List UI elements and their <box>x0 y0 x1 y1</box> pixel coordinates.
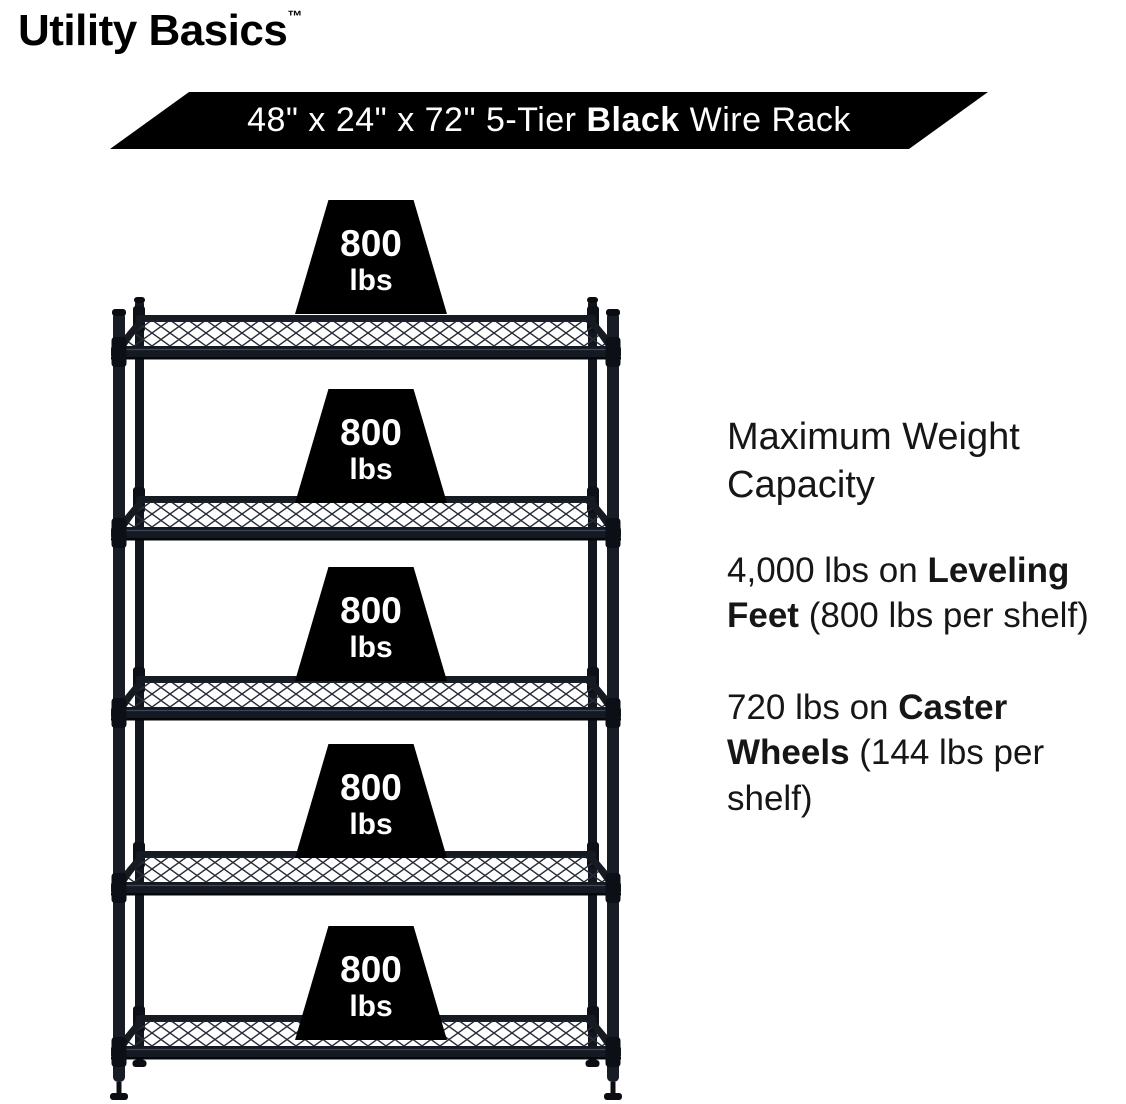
caster-capacity-text: 720 lbs on Caster Wheels (144 lbs per sh… <box>727 685 1126 822</box>
caster-text-pre: 720 lbs on <box>727 687 899 727</box>
capacity-heading: Maximum Weight Capacity <box>727 416 1020 506</box>
badge-unit: lbs <box>349 990 393 1024</box>
badge-unit: lbs <box>349 631 393 665</box>
leveling-capacity-text: 4,000 lbs on Leveling Feet (800 lbs per … <box>727 548 1126 639</box>
badge-value: 800 <box>340 223 402 265</box>
badge-unit: lbs <box>349 264 393 298</box>
banner-text-post: Wire Rack <box>679 101 851 139</box>
banner-text-bold: Black <box>586 101 680 139</box>
capacity-badge: 800 lbs <box>295 567 447 681</box>
brand-name: Utility Basics <box>18 6 288 55</box>
product-banner: 48" x 24" x 72" 5-Tier Black Wire Rack <box>110 92 988 149</box>
banner-text: 48" x 24" x 72" 5-Tier Black Wire Rack <box>247 101 851 140</box>
badge-value: 800 <box>340 949 402 991</box>
leveling-text-pre: 4,000 lbs on <box>727 550 928 590</box>
badge-unit: lbs <box>349 453 393 487</box>
rack-shelf <box>111 306 621 367</box>
caster-text-post: (144 lbs per shelf) <box>727 733 1045 818</box>
badge-value: 800 <box>340 590 402 632</box>
brand-logo: Utility Basics™ <box>18 6 302 56</box>
leveling-text-post: (800 lbs per shelf) <box>798 596 1089 636</box>
leveling-text-bold: Leveling Feet <box>727 550 1070 636</box>
badge-unit: lbs <box>349 808 393 842</box>
badge-value: 800 <box>340 767 402 809</box>
caster-text-bold: Caster Wheels <box>727 687 1008 773</box>
capacity-badge: 800 lbs <box>295 200 447 314</box>
banner-text-pre: 48" x 24" x 72" 5-Tier <box>247 101 587 139</box>
trademark-symbol: ™ <box>287 8 302 25</box>
info-panel: Maximum Weight Capacity 4,000 lbs on Lev… <box>727 414 1126 867</box>
wire-rack-illustration <box>98 297 634 1100</box>
badge-value: 800 <box>340 412 402 454</box>
